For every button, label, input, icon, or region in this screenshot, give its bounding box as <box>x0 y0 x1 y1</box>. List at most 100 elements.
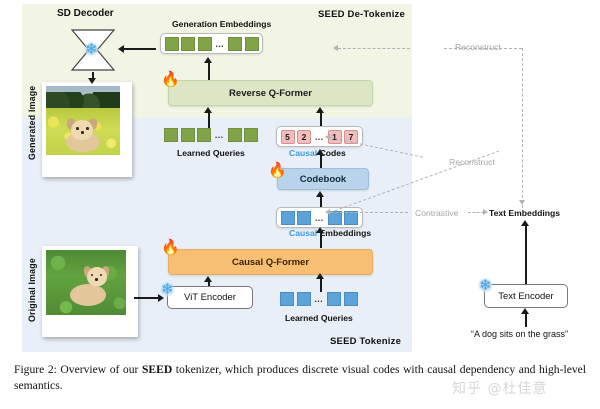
generation-embeddings-label: Generation Embeddings <box>172 19 272 29</box>
dotted-reconstruct-mid-upper-arrowhead <box>325 133 330 140</box>
dotted-contrastive-right <box>468 212 484 213</box>
dotted-reconstruct-top-left <box>338 48 410 49</box>
arrow-textenc-to-textemb-head <box>521 220 529 226</box>
token-cell <box>296 292 311 306</box>
reconstruct-top-label: Reconstruct <box>455 42 501 52</box>
arrow-causalemb-to-codebook-head <box>316 191 324 197</box>
causal-embeddings-strip: … <box>276 207 363 228</box>
arrow-genemb-to-sd-line <box>123 48 156 50</box>
causal-word: Causal <box>289 228 318 238</box>
arrow-rqf-to-genemb-line <box>208 62 210 80</box>
token-cell <box>197 128 211 142</box>
arrow-prompt-to-textenc-head <box>521 308 529 314</box>
arrow-cqf-to-causalemb-line <box>320 232 322 248</box>
label-original-image: Original Image <box>27 258 37 322</box>
panel-title-detokenize: SEED De-Tokenize <box>318 9 405 20</box>
dotted-reconstruct-vertical <box>522 48 523 208</box>
arrow-image-to-vit-line <box>134 297 160 299</box>
codes-word: Codes <box>317 148 346 158</box>
reverse-q-former-box: Reverse Q-Former <box>168 80 373 106</box>
arrow-lqgreen-to-rqf-line <box>208 112 210 128</box>
learned-queries-blue-strip: … <box>280 292 358 306</box>
watermark: 知乎 @杜佳意 <box>452 381 548 397</box>
caption-text-b: tokenizer, which produces discrete visua… <box>14 363 586 392</box>
token-cell <box>227 128 242 142</box>
token-cell <box>327 210 342 225</box>
dotted-to-textemb-arrowhead <box>518 200 525 205</box>
learned-queries-blue-label: Learned Queries <box>285 313 353 323</box>
causal-embeddings-label: Causal Embeddings <box>289 228 371 238</box>
token-cell <box>228 36 242 51</box>
arrow-prompt-to-textenc-line <box>525 313 527 327</box>
ellipsis-icon: … <box>214 130 224 140</box>
token-cell <box>164 36 179 51</box>
text-encoder-box: Text Encoder <box>484 284 568 308</box>
code-cell: 7 <box>344 129 358 144</box>
dotted-contrastive-left <box>330 212 408 213</box>
token-cell <box>280 292 294 306</box>
arrow-lqblue-to-cqf-head <box>316 273 324 279</box>
caption-prefix: Figure 2: <box>14 363 57 376</box>
embeddings-word: Embeddings <box>317 228 372 238</box>
arrow-sd-to-image-line <box>92 72 94 80</box>
token-cell <box>344 210 358 225</box>
token-cell <box>297 210 311 225</box>
figure-caption: Figure 2: Overview of our SEED tokenizer… <box>14 362 586 393</box>
arrow-image-to-vit-head <box>158 294 164 302</box>
arrow-codes-to-rqf-line <box>320 112 322 126</box>
dotted-reconstruct-top-right <box>444 48 522 49</box>
arrow-lqgreen-to-rqf-head <box>204 107 212 113</box>
learned-queries-green-label: Learned Queries <box>177 148 245 158</box>
arrow-causalemb-to-codebook-line <box>320 196 322 210</box>
causal-q-former-box: Causal Q-Former <box>168 249 373 275</box>
arrow-cqf-to-causalemb-head <box>316 227 324 233</box>
arrow-vit-to-cqf-head <box>204 276 212 282</box>
arrow-lqblue-to-cqf-line <box>320 278 322 292</box>
causal-codes-label: Causal Codes <box>289 148 346 158</box>
learned-queries-green-strip: … <box>164 128 258 142</box>
arrow-textenc-to-textemb-line <box>525 225 527 284</box>
flame-icon-causal-qformer: 🔥 <box>161 239 180 256</box>
snowflake-icon-text-encoder: ❄ <box>478 277 493 294</box>
original-image-photo <box>42 246 138 337</box>
label-generated-image: Generated Image <box>27 85 37 160</box>
arrow-genemb-to-sd-head <box>118 45 124 53</box>
token-cell <box>327 292 341 306</box>
causal-codes-strip: 5 2 … 1 7 <box>276 126 363 147</box>
arrow-codes-to-rqf-head <box>316 107 324 113</box>
ellipsis-icon: … <box>314 294 324 304</box>
text-prompt-label: “A dog sits on the grass” <box>471 329 569 339</box>
contrastive-label: Contrastive <box>415 208 459 218</box>
arrow-rqf-to-genemb-head <box>204 57 212 63</box>
code-cell: 2 <box>297 129 311 144</box>
caption-text-a: Overview of our <box>56 363 142 376</box>
token-cell <box>244 36 259 51</box>
dotted-contrastive-right-arrowhead <box>483 208 488 215</box>
ellipsis-icon: … <box>314 212 324 223</box>
arrow-sd-to-image-head <box>88 78 96 84</box>
arrow-codebook-to-codes-head <box>316 149 324 155</box>
flame-icon-reverse-qformer: 🔥 <box>161 71 180 88</box>
vit-encoder-box: ViT Encoder <box>167 286 253 309</box>
sd-decoder-label: SD Decoder <box>57 8 114 19</box>
token-cell <box>180 128 195 142</box>
text-embeddings-label: Text Embeddings <box>489 208 560 218</box>
code-cell: 5 <box>280 129 295 144</box>
ellipsis-icon: … <box>314 131 324 142</box>
token-cell <box>181 36 195 51</box>
generated-image-photo <box>42 82 132 177</box>
codebook-box: Codebook <box>277 168 369 190</box>
generation-embeddings-strip: … <box>160 33 263 54</box>
panel-title-tokenize: SEED Tokenize <box>330 336 402 347</box>
reconstruct-mid-label: Reconstruct <box>449 157 495 167</box>
ellipsis-icon: … <box>215 38 225 49</box>
token-cell <box>244 128 258 142</box>
caption-bold: SEED <box>141 363 173 376</box>
dotted-reconstruct-top-arrowhead <box>333 44 338 51</box>
token-cell <box>280 210 295 225</box>
figure-diagram: SEED De-Tokenize SEED Tokenize Generated… <box>22 4 569 352</box>
token-cell <box>343 292 358 306</box>
flame-icon-codebook: 🔥 <box>268 162 287 179</box>
dotted-contrastive-left-arrowhead <box>325 208 330 215</box>
causal-word: Causal <box>289 148 318 158</box>
